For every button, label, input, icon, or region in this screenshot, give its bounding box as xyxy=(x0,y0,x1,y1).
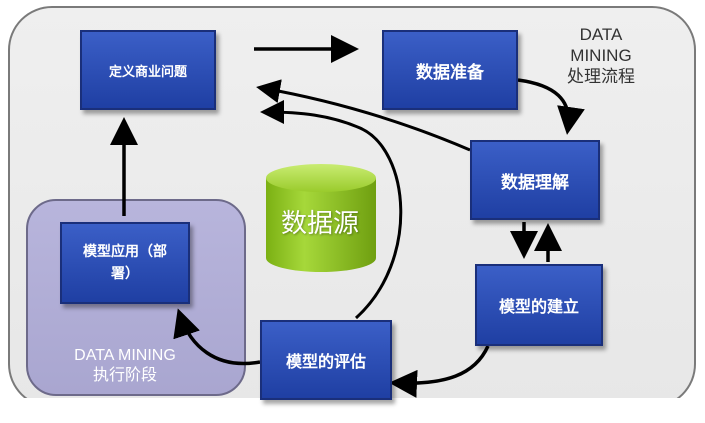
data-source-label: 数据源 xyxy=(280,209,359,239)
footer-strip xyxy=(0,398,705,423)
step-evaluate-label: 模型的评估 xyxy=(285,352,366,371)
execution-phase-label: DATA MINING 执行阶段 xyxy=(40,346,210,386)
arrow-evaluate-to-define xyxy=(260,100,403,320)
step-build-label: 模型的建立 xyxy=(498,297,579,316)
arrow-understand-to-define xyxy=(256,79,471,152)
step-model-evaluation: 模型的评估 xyxy=(260,320,392,400)
step-model-deployment: 模型应用（部 署） xyxy=(60,222,190,304)
step-prepare-label: 数据准备 xyxy=(416,62,484,83)
process-title-line3: 处理流程 xyxy=(567,67,635,86)
step-deploy-label-line1: 模型应用（部 xyxy=(83,244,167,260)
execution-label-line2: 执行阶段 xyxy=(92,367,157,384)
arrow-evaluate-to-deploy xyxy=(173,308,261,366)
execution-label-line1: DATA MINING xyxy=(74,347,176,364)
step-deploy-label-line2: 署） xyxy=(111,266,139,282)
step-data-understanding: 数据理解 xyxy=(470,140,600,220)
step-model-building: 模型的建立 xyxy=(475,264,603,346)
step-data-preparation: 数据准备 xyxy=(382,30,518,110)
arrow-prepare-to-understand xyxy=(517,78,585,135)
arrow-build-to-evaluate xyxy=(389,345,490,398)
step-define-business-problem: 定义商业问题 xyxy=(80,30,216,110)
process-title: DATA MINING 处理流程 xyxy=(556,24,646,87)
step-understand-label: 数据理解 xyxy=(501,172,569,193)
step-define-label: 定义商业问题 xyxy=(108,64,187,80)
process-title-line1: DATA xyxy=(579,25,623,44)
process-title-line2: MINING xyxy=(570,46,632,65)
